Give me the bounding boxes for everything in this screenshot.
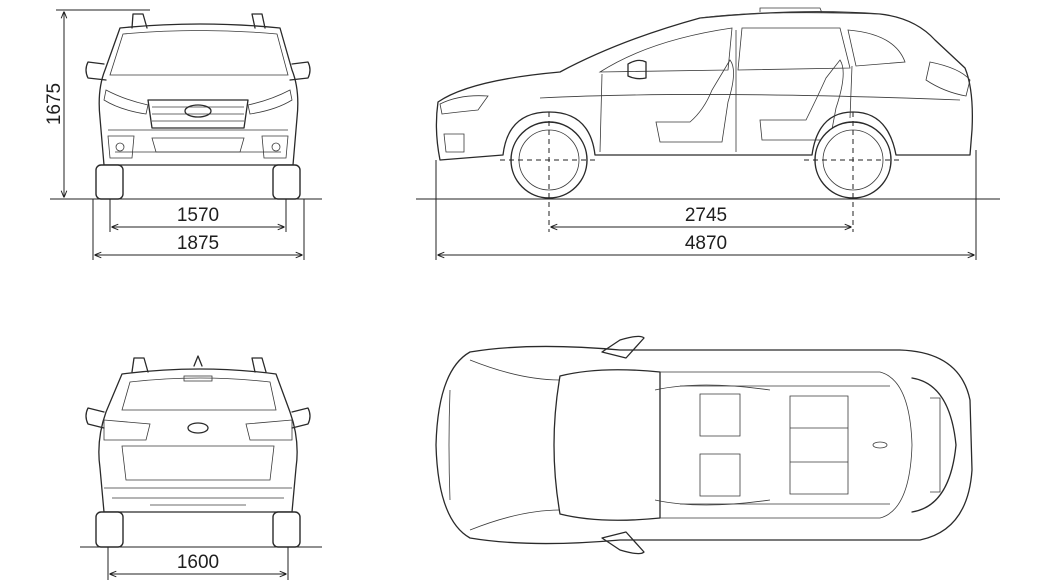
wheelbase-dimension: 2745 [551, 205, 851, 227]
wheelbase-value: 2745 [685, 205, 727, 226]
side-view [416, 7, 1000, 232]
rear-track-value: 1600 [177, 552, 219, 573]
height-value: 1675 [44, 83, 65, 125]
height-dimension: 1675 [44, 9, 150, 197]
rear-track-dimension: 1600 [107, 547, 289, 580]
length-value: 4870 [685, 233, 727, 254]
rear-view [80, 355, 322, 548]
front-track-dimension: 1570 [109, 199, 287, 232]
top-view [435, 335, 973, 555]
length-dimension: 4870 [435, 150, 977, 260]
front-view [50, 13, 322, 200]
front-track-value: 1570 [177, 205, 219, 226]
width-value: 1875 [177, 233, 219, 254]
width-dimension: 1875 [92, 199, 305, 260]
